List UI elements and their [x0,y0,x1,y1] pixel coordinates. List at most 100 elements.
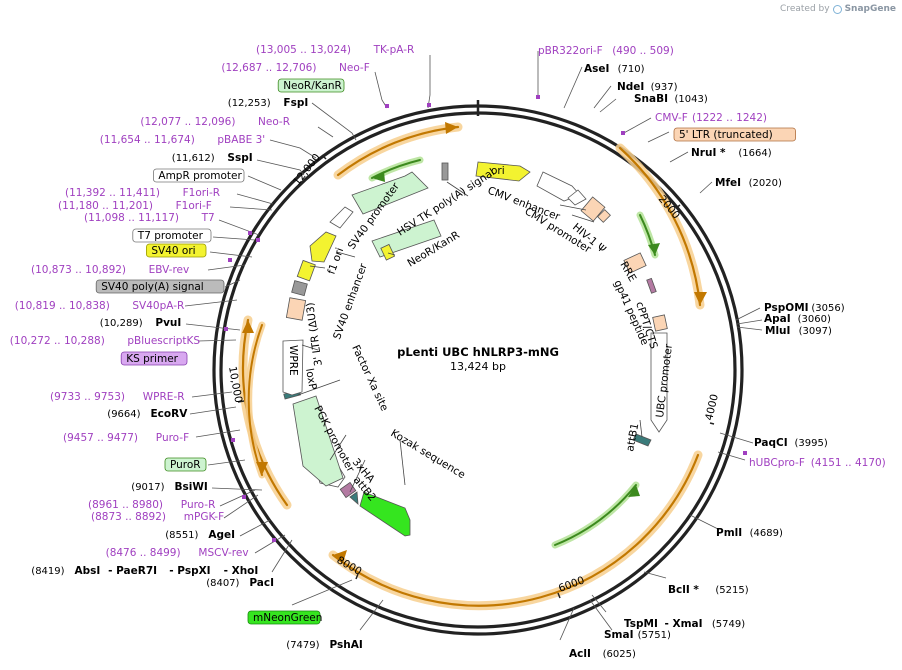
feature-label-text: T7 promoter [137,230,204,242]
feat-3ltr: 3' LTR (ΔU3) [304,302,325,367]
arrowhead-green-2 [628,485,640,497]
site-label: SnaBI (1043) [634,93,708,105]
site-label: (12,077 .. 12,096)Neo-R [140,116,290,128]
arrowhead-green-3 [372,171,385,182]
ori-arrow [475,161,531,182]
site-position: (10,289) [100,318,143,329]
site-position: (3056) [811,303,844,314]
site-position: (9017) [131,482,164,493]
snapgene-logo-icon [832,4,842,14]
site-label: mNeonGreen [247,610,322,625]
primer-text: (11,180 .. 11,201) [58,200,153,212]
credit-prefix: Created by [780,4,830,14]
site-label: AseI (710) [584,63,645,75]
primer-text: pBABE 3' [217,134,265,146]
site-label: (10,873 .. 10,892)EBV-rev [31,264,189,276]
site-label: MluI(3097) [765,325,832,337]
hnlrp3-arrow [359,491,411,537]
primer-text: (8961 .. 8980) [88,499,163,511]
site-position: (3995) [795,438,828,449]
site-label: (10,272 .. 10,288)pBluescriptKS [10,335,201,347]
site-label: MfeI(2020) [715,177,782,189]
f1-ori-arrow [309,231,337,263]
site-label: (9457 .. 9477) Puro-F [63,432,189,444]
site-label: ApaI(3060) [764,313,831,325]
feature-label-text: PuroR [170,459,201,471]
neo-kanr-arrow-outer [351,171,429,215]
feat-attb1: attB1 [624,422,641,452]
feature-label-text: SV40 poly(A) signal [101,281,204,293]
site-label: pBR322ori-F(490 .. 509) [538,45,674,57]
feature-label-text: mNeonGreen [253,612,322,624]
site-position: (8551) [165,530,198,541]
feature-label-box [164,457,207,472]
credit: Created by SnapGene [780,2,896,16]
arrowhead-3 [242,320,254,333]
feature-label-box [673,127,796,142]
arc-core-5 [336,125,460,177]
outer-feature-arcs [238,122,705,611]
site-label: (8419)AbsI- PaeR7I- PspXI- XhoI [31,565,258,577]
enzyme-name: AseI [584,63,609,75]
site-label: SmaI(5751) [604,629,671,641]
enzyme-name: - PaeR7I [108,565,157,577]
site-label: (8407)PacI [206,577,274,589]
site-label: (11,612)SspI [172,152,253,164]
enzyme-name: NruI * [691,147,726,159]
sv40-promoter-arrow [329,206,354,229]
enzyme-name: SnaBI [634,93,668,105]
site-position: (3097) [799,326,832,337]
primer-text: (11,654 .. 11,674) [100,134,195,146]
site-label: (8873 .. 8892)mPGK-F [91,511,224,523]
primer-text: (4151 .. 4170) [811,457,886,469]
hsv-tk-polya-box [441,162,449,181]
arc-green-2 [551,481,640,549]
feat-factor-xa: Factor Xa site [349,343,390,413]
site-position: (710) [618,64,645,75]
primer-text: hUBCpro-F [749,457,805,469]
site-label: (13,005 .. 13,024)TK-pA-R [256,44,414,56]
arc-arrowheads [242,122,707,563]
site-label: KS primer [120,351,188,366]
feature-label-text: SV40 ori [151,245,195,257]
primer-text: (11,392 .. 11,411) [65,187,160,199]
site-label: (11,098 .. 11,117)T7 [84,212,215,224]
site-position: (1043) [675,94,708,105]
enzyme-name: AbsI [75,565,101,577]
feature-label-box [95,279,225,294]
tick-6000: 6000 [557,574,586,594]
cmv-promoter-arrow [567,189,587,206]
site-label: NdeI(937) [617,81,678,93]
primer-text: CMV-F [655,112,688,124]
enzyme-name: NdeI [617,81,644,93]
feature-label-box [152,168,245,183]
attb2-arrow [349,491,359,505]
primer-text: mPGK-F [184,511,224,523]
site-label: AmpR promoter [152,168,245,183]
attb1-arrow [632,433,652,447]
site-label: (11,180 .. 11,201)F1ori-F [58,200,212,212]
enzyme-name: - PspXI [169,565,210,577]
wpre-arrow [282,339,304,396]
feat-wpre: WPRE [287,345,299,376]
cppt-box [652,314,668,332]
enzyme-name: PshAI [330,639,363,651]
inner-features [282,161,668,537]
site-label: PmlI(4689) [716,527,783,539]
3ltr-box [285,297,307,321]
primer-text: (490 .. 509) [612,45,674,57]
primer-text: (9457 .. 9477) [63,432,138,444]
enzyme-name: EcoRV [151,408,189,420]
enzyme-name: AgeI [208,529,235,541]
primer-text: WPRE-R [143,391,185,403]
primer-text: Puro-F [156,432,189,444]
site-position: (7479) [286,640,319,651]
arc-green-2-core [554,484,637,546]
enzyme-name: - XhoI [224,565,259,577]
enzyme-name: TspMI [624,618,658,630]
site-position: (4689) [750,528,783,539]
arc-glow-3 [328,450,703,611]
puro-arrow [292,395,344,487]
